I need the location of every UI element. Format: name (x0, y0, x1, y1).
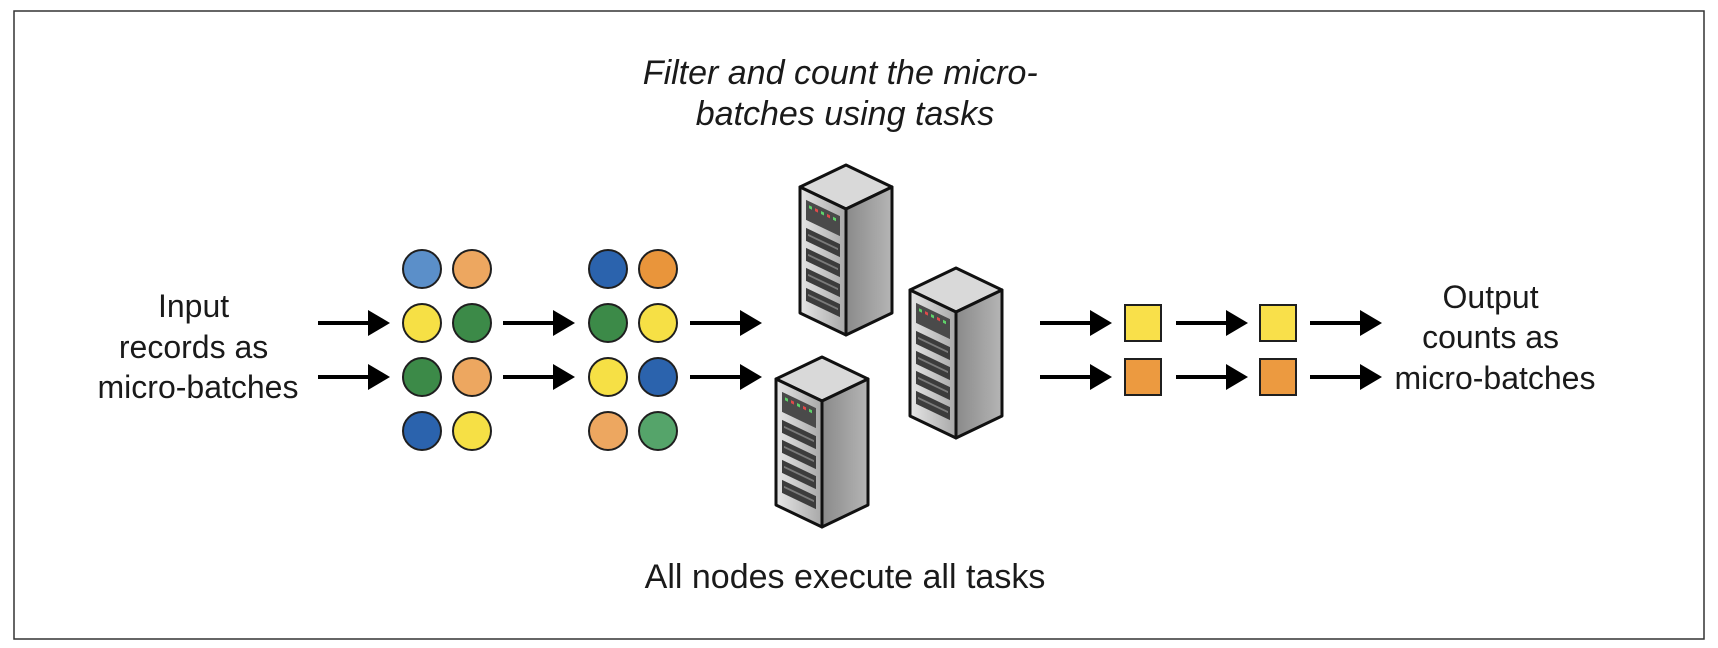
record-circle-icon (452, 303, 492, 343)
output-label-line-3: micro-batches (1395, 360, 1596, 396)
arrow-right-icon (1310, 310, 1382, 336)
server-tower-icon (774, 355, 870, 529)
count-square-icon (1124, 358, 1162, 396)
record-circle-icon (402, 357, 442, 397)
record-circle-icon (638, 249, 678, 289)
arrow-right-icon (1310, 364, 1382, 390)
filter-count-label: Filter and count the micro- batches usin… (643, 54, 1047, 133)
arrow-right-icon (690, 364, 762, 390)
arrow-right-icon (1040, 364, 1112, 390)
arrow-right-icon (1176, 310, 1248, 336)
record-circle-icon (588, 357, 628, 397)
output-counts (1124, 304, 1297, 396)
record-circle-icon (402, 411, 442, 451)
filter-count-label-line-1: Filter and count the micro- (643, 54, 1038, 92)
output-label: Output counts as micro-batches (1395, 279, 1596, 396)
server-nodes (774, 163, 1004, 529)
nodes-execute-label-text: All nodes execute all tasks (645, 558, 1046, 596)
record-circle-icon (638, 303, 678, 343)
arrow-right-icon (1040, 310, 1112, 336)
input-label-line-3: micro-batches (98, 369, 299, 405)
record-circle-icon (402, 303, 442, 343)
nodes-execute-label: All nodes execute all tasks (645, 558, 1046, 596)
arrow-right-icon (318, 310, 390, 336)
record-circle-icon (588, 411, 628, 451)
arrow-right-icon (1176, 364, 1248, 390)
input-label-line-1: Input (158, 288, 229, 324)
record-circle-icon (638, 411, 678, 451)
record-circle-icon (588, 303, 628, 343)
arrow-right-icon (503, 310, 575, 336)
count-square-icon (1259, 304, 1297, 342)
server-tower-icon (908, 266, 1004, 440)
arrows (318, 310, 1382, 390)
record-circle-icon (402, 249, 442, 289)
record-circle-icon (452, 357, 492, 397)
arrow-right-icon (318, 364, 390, 390)
input-label: Input records as micro-batches (98, 288, 299, 405)
count-square-icon (1259, 358, 1297, 396)
output-label-line-2: counts as (1422, 319, 1559, 355)
processed-records (588, 249, 678, 451)
input-label-line-2: records as (119, 329, 268, 365)
output-label-line-1: Output (1443, 279, 1539, 315)
count-square-icon (1124, 304, 1162, 342)
record-circle-icon (588, 249, 628, 289)
record-circle-icon (452, 249, 492, 289)
arrow-right-icon (690, 310, 762, 336)
filter-count-label-line-2: batches using tasks (696, 95, 995, 133)
arrow-right-icon (503, 364, 575, 390)
record-circle-icon (638, 357, 678, 397)
input-records (402, 249, 492, 451)
server-tower-icon (798, 163, 894, 337)
record-circle-icon (452, 411, 492, 451)
